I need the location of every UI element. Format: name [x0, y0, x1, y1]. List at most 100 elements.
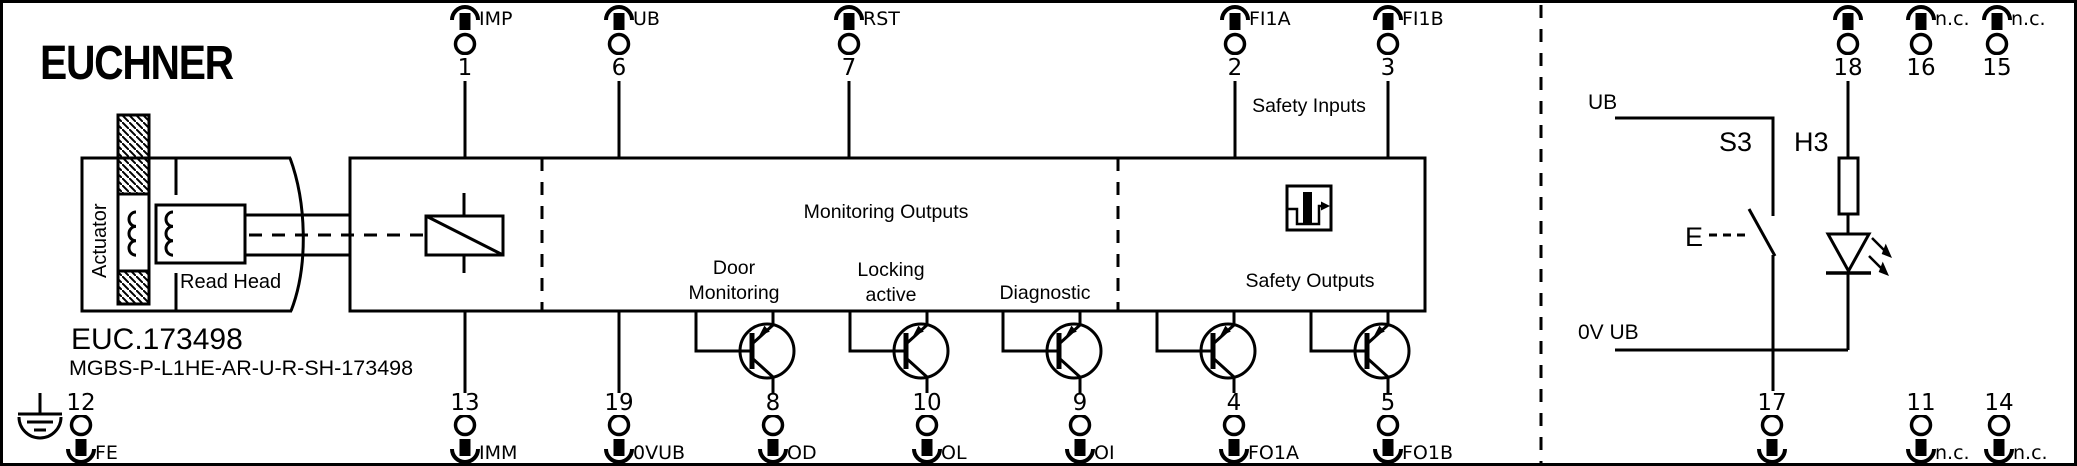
supply-wire — [1615, 116, 1775, 216]
pin-number: 10 — [912, 390, 942, 416]
crimp-contact-icon — [1373, 415, 1403, 463]
monitoring-outputs-label: Monitoring Outputs — [803, 201, 969, 223]
crimp-contact-icon — [450, 5, 480, 55]
pin-7: 7 RST — [827, 5, 900, 83]
crimp-contact-icon — [1065, 415, 1095, 463]
pin-18: 18 — [1826, 5, 1870, 83]
locking-active-line2: active — [865, 284, 917, 306]
enclosure-break-curve — [288, 157, 305, 312]
switch-label: S3 — [1719, 127, 1753, 157]
pin-10: 10 OL — [905, 390, 967, 463]
device-enclosure — [80, 156, 305, 313]
output-transistor-icon — [848, 311, 950, 393]
pin-label: 0VUB — [633, 442, 686, 464]
safety-inputs-label: Safety Inputs — [1252, 95, 1366, 117]
diagram-artwork — [17, 5, 1892, 463]
actuator-icon — [116, 113, 151, 306]
ground-label: 0V UB — [1578, 321, 1639, 344]
pin-11: 11 n.c. — [1899, 390, 1970, 463]
pin-label: n.c. — [2011, 8, 2046, 30]
crimp-contact-icon — [1906, 5, 1936, 55]
pin-13: 13 IMM — [443, 390, 517, 463]
actuator-coil-icon — [127, 210, 137, 257]
pin-label: UB — [633, 8, 660, 30]
euchner-logo: EUCHNER — [40, 37, 234, 90]
crimp-contact-icon — [66, 415, 96, 463]
pin-17: 17 — [1750, 390, 1794, 463]
pin-number: 6 — [611, 55, 627, 81]
crimp-contact-icon — [1220, 5, 1250, 55]
pin-5: 5 FO1B — [1366, 390, 1453, 463]
functional-earth-icon — [17, 393, 63, 440]
crimp-contact-icon — [1833, 5, 1863, 55]
lamp-label: H3 — [1794, 127, 1829, 157]
type-code: MGBS-P-L1HE-AR-U-R-SH-173498 — [69, 356, 414, 380]
pin-8: 8 OD — [751, 390, 817, 463]
example-circuit — [1615, 81, 1892, 391]
coupling-lines — [245, 213, 426, 257]
pin-number: 5 — [1380, 390, 1396, 416]
pin-label: RST — [863, 8, 900, 30]
crimp-contact-icon — [1982, 5, 2012, 55]
door-monitoring-line1: Door — [712, 257, 756, 279]
resistor-icon — [1837, 156, 1860, 216]
pin-label: FO1A — [1248, 442, 1299, 464]
pin-label: n.c. — [2013, 442, 2048, 464]
crimp-contact-icon — [1984, 415, 2014, 463]
pulse-signal-icon — [1285, 184, 1333, 232]
output-transistor-icon — [1155, 311, 1257, 393]
locking-active-label: Locking active — [791, 258, 991, 308]
crimp-contact-icon — [912, 415, 942, 463]
pin-label: OD — [787, 442, 817, 464]
diagnostic-label: Diagnostic — [999, 282, 1091, 304]
pin-14: 14 n.c. — [1977, 390, 2048, 463]
pin-12: 12 FE — [59, 390, 118, 463]
output-transistor-icon — [1001, 311, 1103, 393]
output-transistor-icon — [694, 311, 796, 393]
read-head-label: Read Head — [180, 271, 282, 293]
pin-number: 1 — [457, 55, 473, 81]
pin-number: 15 — [1982, 55, 2012, 81]
pin-number: 8 — [765, 390, 781, 416]
pin-number: 16 — [1906, 55, 1936, 81]
pin-label: FI1B — [1402, 8, 1444, 30]
top-pin-wires — [463, 81, 1390, 158]
order-code: EUC.173498 — [71, 323, 243, 356]
crimp-contact-icon — [758, 415, 788, 463]
door-monitoring-label: Door Monitoring — [634, 256, 834, 306]
read-head-icon — [154, 203, 247, 265]
pin-number: 13 — [450, 390, 480, 416]
bottom-pin-wires — [463, 311, 621, 393]
crimp-contact-icon — [1373, 5, 1403, 55]
pin-number: 3 — [1380, 55, 1396, 81]
pin-15: 15 n.c. — [1975, 5, 2046, 83]
pin-number: 11 — [1906, 390, 1936, 416]
pin-number: 19 — [604, 390, 634, 416]
relay-coupling-icon — [424, 193, 505, 273]
pin-3: 3 FI1B — [1366, 5, 1444, 83]
pin-label: FI1A — [1249, 8, 1291, 30]
crimp-contact-icon — [1757, 415, 1787, 463]
pin-label: OI — [1094, 442, 1115, 464]
crimp-contact-icon — [450, 415, 480, 463]
pin-number: 17 — [1757, 390, 1787, 416]
pin-number: 14 — [1984, 390, 2014, 416]
module-box — [348, 156, 1427, 313]
pin-number: 9 — [1072, 390, 1088, 416]
led-icon — [1825, 232, 1892, 276]
pin-number: 4 — [1226, 390, 1242, 416]
crimp-contact-icon — [834, 5, 864, 55]
pin-number: 12 — [66, 390, 96, 416]
actuator-label: Actuator — [89, 203, 111, 278]
crimp-contact-icon — [1219, 415, 1249, 463]
safety-outputs-label: Safety Outputs — [1245, 270, 1375, 292]
pin-number: 7 — [841, 55, 857, 81]
pin-label: n.c. — [1935, 442, 1970, 464]
crimp-contact-icon — [604, 415, 634, 463]
crimp-contact-icon — [604, 5, 634, 55]
pin-label: OL — [941, 442, 967, 464]
